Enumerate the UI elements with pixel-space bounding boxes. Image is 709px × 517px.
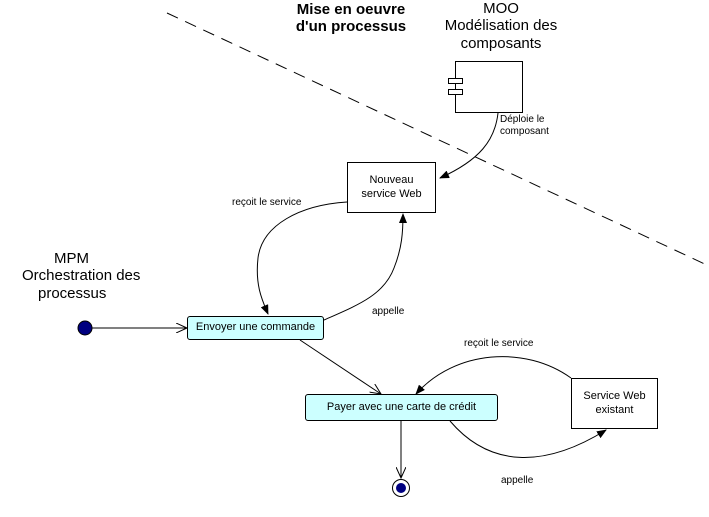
- mpm-heading: MPM Orchestration des processus: [20, 250, 140, 302]
- moo-heading: MOO Modélisation des composants: [436, 0, 566, 52]
- send-order-activity[interactable]: Envoyer une commande: [187, 316, 324, 340]
- new-web-service-line1: Nouveau: [369, 174, 414, 187]
- order-to-payment-transition: [299, 339, 381, 394]
- diagram-title-line2: d'un processus: [295, 18, 407, 36]
- moo-heading-line1: MOO: [483, 0, 519, 17]
- receives-service-label-1: reçoit le service: [232, 197, 302, 208]
- receives-service-connector-1: [256, 201, 348, 315]
- component-tab-bottom: [448, 89, 463, 95]
- calls-connector-2: [449, 420, 607, 458]
- existing-web-service-line1: Service Web: [583, 390, 646, 403]
- calls-connector-1: [323, 213, 407, 321]
- deploy-connector: [439, 112, 499, 179]
- initial-state-node: [77, 320, 93, 336]
- existing-web-service-node[interactable]: Service Web existant: [571, 378, 658, 429]
- diagram-title-line1: Mise en oeuvre: [296, 1, 406, 18]
- component-tab-top: [448, 78, 463, 84]
- mpm-heading-line3: processus: [38, 284, 107, 302]
- deploy-label: Déploie le composant: [500, 114, 549, 137]
- mpm-heading-line1: MPM: [54, 250, 89, 267]
- receives-service-label-2: reçoit le service: [464, 338, 534, 349]
- new-web-service-line2: service Web: [361, 187, 422, 200]
- deploy-label-line2: composant: [500, 125, 549, 137]
- calls-label-2: appelle: [501, 475, 534, 486]
- calls-label-1: appelle: [372, 306, 405, 317]
- deploy-label-line1: Déploie le: [500, 114, 545, 125]
- moo-heading-line2: Modélisation des: [444, 17, 558, 35]
- final-state-node-inner: [396, 483, 406, 493]
- component-box: [448, 61, 523, 113]
- moo-heading-line3: composants: [460, 34, 542, 52]
- pay-by-card-activity[interactable]: Payer avec une carte de crédit: [305, 394, 498, 421]
- diagram-title: Mise en oeuvre d'un processus: [276, 1, 426, 36]
- receives-service-connector-2: [415, 356, 572, 395]
- mpm-heading-line2: Orchestration des: [22, 267, 141, 285]
- existing-web-service-line2: existant: [595, 403, 634, 416]
- new-web-service-node[interactable]: Nouveau service Web: [347, 162, 436, 213]
